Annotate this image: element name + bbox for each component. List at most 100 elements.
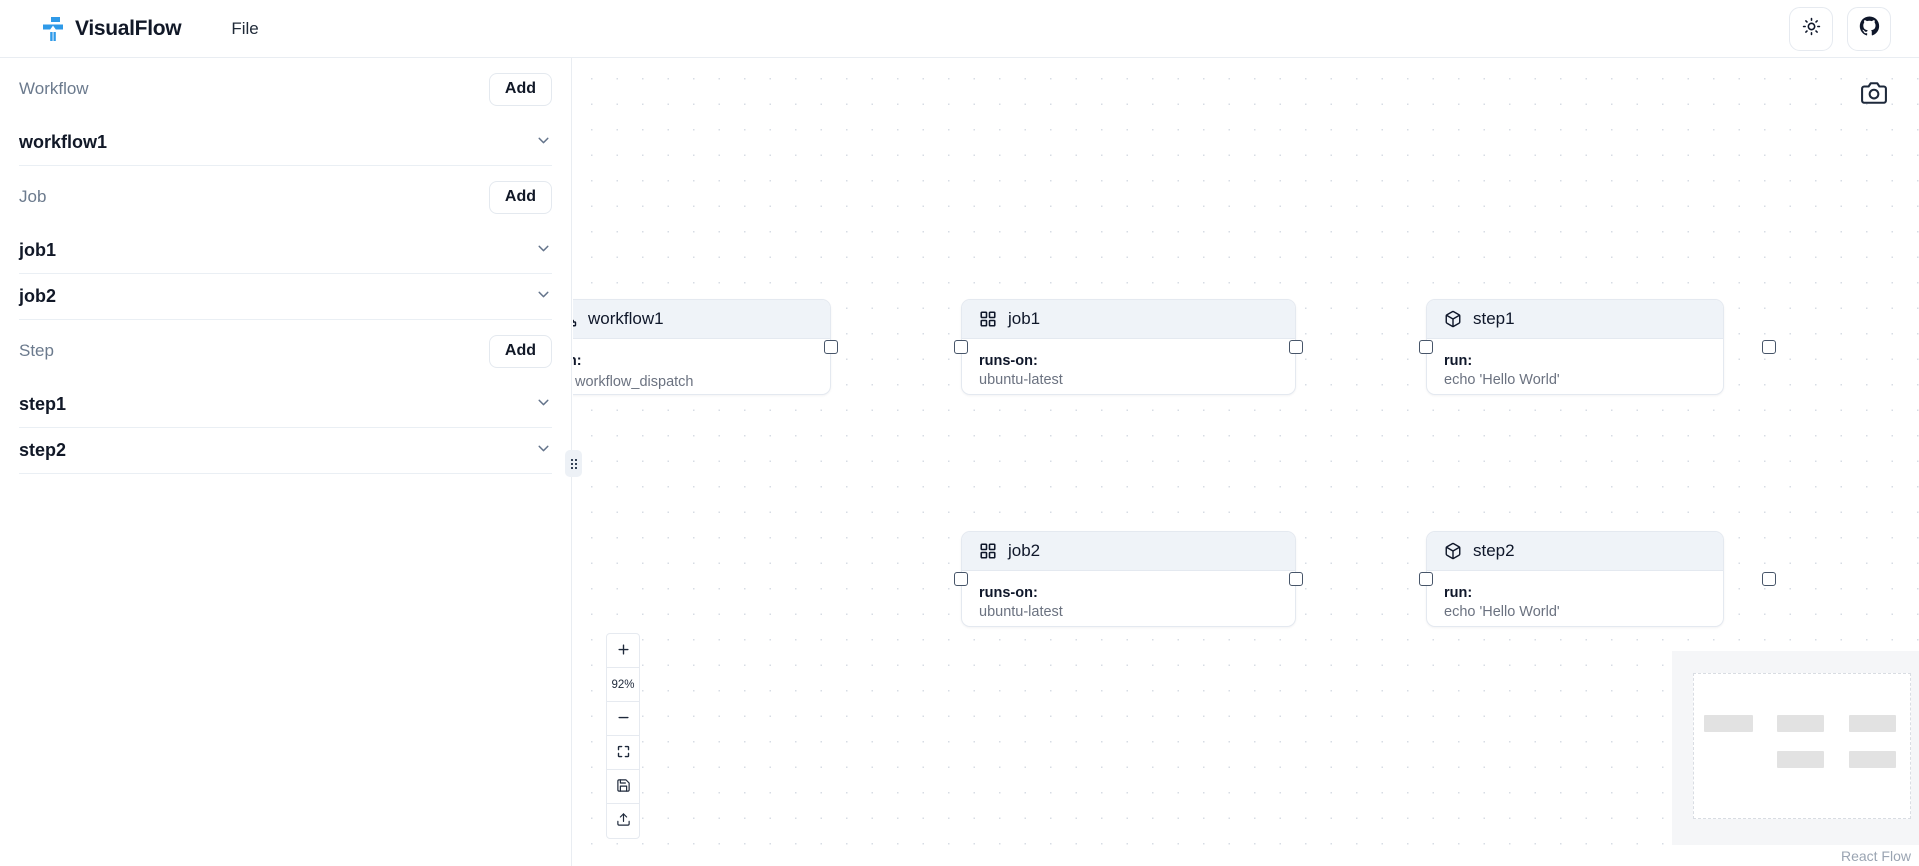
export-icon bbox=[616, 812, 631, 830]
section-label-step: Step bbox=[19, 341, 54, 360]
react-flow-attribution[interactable]: React Flow bbox=[1840, 848, 1911, 864]
cube-icon bbox=[1444, 542, 1462, 560]
handle-step2-source[interactable] bbox=[1762, 572, 1776, 586]
section-header-workflow: Workflow Add bbox=[19, 58, 552, 120]
node-field-key: run: bbox=[1444, 585, 1473, 601]
node-body: runs-on: ubuntu-latest bbox=[962, 571, 1295, 626]
node-workflow1[interactable]: workflow1 on: workflow_dispatch bbox=[573, 299, 831, 395]
node-field-value: ubuntu-latest bbox=[979, 604, 1063, 620]
node-step1[interactable]: step1 run: echo 'Hello World' bbox=[1426, 299, 1724, 395]
handle-job2-target[interactable] bbox=[954, 572, 968, 586]
sidebar-item-label: job1 bbox=[19, 240, 57, 260]
sidebar-item-step2[interactable]: step2 bbox=[19, 428, 552, 474]
node-header: step2 bbox=[1427, 532, 1723, 571]
sidebar-item-label: workflow1 bbox=[19, 132, 108, 152]
app-title: VisualFlow bbox=[75, 16, 182, 40]
zoom-level-display: 92% bbox=[607, 668, 639, 702]
minimap-viewport[interactable] bbox=[1693, 673, 1911, 819]
node-body: run: echo 'Hello World' bbox=[1427, 571, 1723, 626]
section-label-job: Job bbox=[19, 187, 47, 206]
sidebar-item-job1[interactable]: job1 bbox=[19, 228, 552, 274]
minimap-node bbox=[1849, 715, 1896, 732]
node-title: job1 bbox=[1008, 309, 1041, 328]
node-field-key: run: bbox=[1444, 353, 1473, 369]
chevron-down-icon[interactable] bbox=[535, 394, 552, 416]
sidebar-item-workflow1[interactable]: workflow1 bbox=[19, 120, 552, 166]
zoom-controls: 92% bbox=[606, 633, 640, 839]
sidebar-item-label: step1 bbox=[19, 394, 67, 414]
chevron-down-icon[interactable] bbox=[535, 440, 552, 462]
grip-dots-icon bbox=[570, 458, 577, 469]
node-field-value: echo 'Hello World' bbox=[1444, 372, 1560, 388]
sidebar-resize-handle[interactable] bbox=[565, 450, 582, 477]
handle-step1-target[interactable] bbox=[1419, 340, 1433, 354]
handle-step1-source[interactable] bbox=[1762, 340, 1776, 354]
node-field-value: ubuntu-latest bbox=[979, 372, 1063, 388]
node-body: on: workflow_dispatch bbox=[573, 339, 830, 394]
github-icon bbox=[1859, 15, 1880, 42]
node-job1[interactable]: job1 runs-on: ubuntu-latest bbox=[961, 299, 1296, 395]
handle-step2-target[interactable] bbox=[1419, 572, 1433, 586]
node-bullet-item: workflow_dispatch bbox=[573, 373, 813, 392]
grid-icon bbox=[979, 542, 997, 560]
node-body: run: echo 'Hello World' bbox=[1427, 339, 1723, 394]
zoom-in-button[interactable] bbox=[607, 634, 639, 668]
handle-job1-target[interactable] bbox=[954, 340, 968, 354]
zoom-level-value: 92% bbox=[611, 678, 635, 691]
add-step-button[interactable]: Add bbox=[488, 334, 552, 368]
chevron-down-icon[interactable] bbox=[535, 240, 552, 262]
section-label-workflow: Workflow bbox=[19, 79, 89, 98]
chevron-down-icon[interactable] bbox=[535, 132, 552, 154]
node-header: job1 bbox=[962, 300, 1295, 339]
export-button[interactable] bbox=[607, 804, 639, 838]
fit-view-icon bbox=[616, 744, 631, 762]
node-field-key: on: bbox=[573, 353, 582, 369]
section-header-job: Job Add bbox=[19, 166, 552, 228]
node-field-value: echo 'Hello World' bbox=[1444, 604, 1560, 620]
node-step2[interactable]: step2 run: echo 'Hello World' bbox=[1426, 531, 1724, 627]
node-header: workflow1 bbox=[573, 300, 830, 339]
zoom-out-button[interactable] bbox=[607, 702, 639, 736]
node-header: step1 bbox=[1427, 300, 1723, 339]
cube-icon bbox=[1444, 310, 1462, 328]
minimap-node bbox=[1704, 715, 1753, 732]
handle-workflow1-source[interactable] bbox=[824, 340, 838, 354]
node-title: workflow1 bbox=[588, 309, 664, 328]
sun-icon bbox=[1802, 17, 1821, 41]
section-header-step: Step Add bbox=[19, 320, 552, 382]
handle-job2-source[interactable] bbox=[1289, 572, 1303, 586]
header-actions bbox=[1789, 6, 1891, 51]
node-header: job2 bbox=[962, 532, 1295, 571]
fit-view-button[interactable] bbox=[607, 736, 639, 770]
handle-job1-source[interactable] bbox=[1289, 340, 1303, 354]
node-field-key: runs-on: bbox=[979, 353, 1038, 369]
sidebar-item-label: job2 bbox=[19, 286, 57, 306]
camera-icon[interactable] bbox=[1861, 80, 1887, 106]
minimap-node bbox=[1849, 751, 1896, 768]
node-title: job2 bbox=[1008, 541, 1041, 560]
minus-icon bbox=[616, 710, 631, 728]
save-icon bbox=[616, 778, 631, 796]
node-title: step1 bbox=[1473, 309, 1515, 328]
theme-toggle-button[interactable] bbox=[1789, 6, 1833, 51]
workflow-logo-icon bbox=[42, 16, 64, 41]
sitemap-icon bbox=[573, 310, 577, 328]
flow-canvas[interactable]: workflow1 on: workflow_dispatch job1 run… bbox=[573, 58, 1919, 866]
node-job2[interactable]: job2 runs-on: ubuntu-latest bbox=[961, 531, 1296, 627]
minimap[interactable] bbox=[1672, 651, 1919, 845]
save-button[interactable] bbox=[607, 770, 639, 804]
minimap-node bbox=[1777, 715, 1824, 732]
sidebar-item-label: step2 bbox=[19, 440, 67, 460]
add-job-button[interactable]: Add bbox=[488, 180, 552, 214]
edge-layer bbox=[573, 58, 873, 208]
chevron-down-icon[interactable] bbox=[535, 286, 552, 308]
plus-icon bbox=[616, 642, 631, 660]
node-title: step2 bbox=[1473, 541, 1515, 560]
menu-file[interactable]: File bbox=[231, 18, 259, 38]
add-workflow-button[interactable]: Add bbox=[488, 72, 552, 106]
sidebar-item-step1[interactable]: step1 bbox=[19, 382, 552, 428]
sidebar: Workflow Add workflow1 Job Add job1 job2… bbox=[0, 58, 572, 866]
github-link-button[interactable] bbox=[1847, 6, 1891, 51]
sidebar-item-job2[interactable]: job2 bbox=[19, 274, 552, 320]
node-field-key: runs-on: bbox=[979, 585, 1038, 601]
